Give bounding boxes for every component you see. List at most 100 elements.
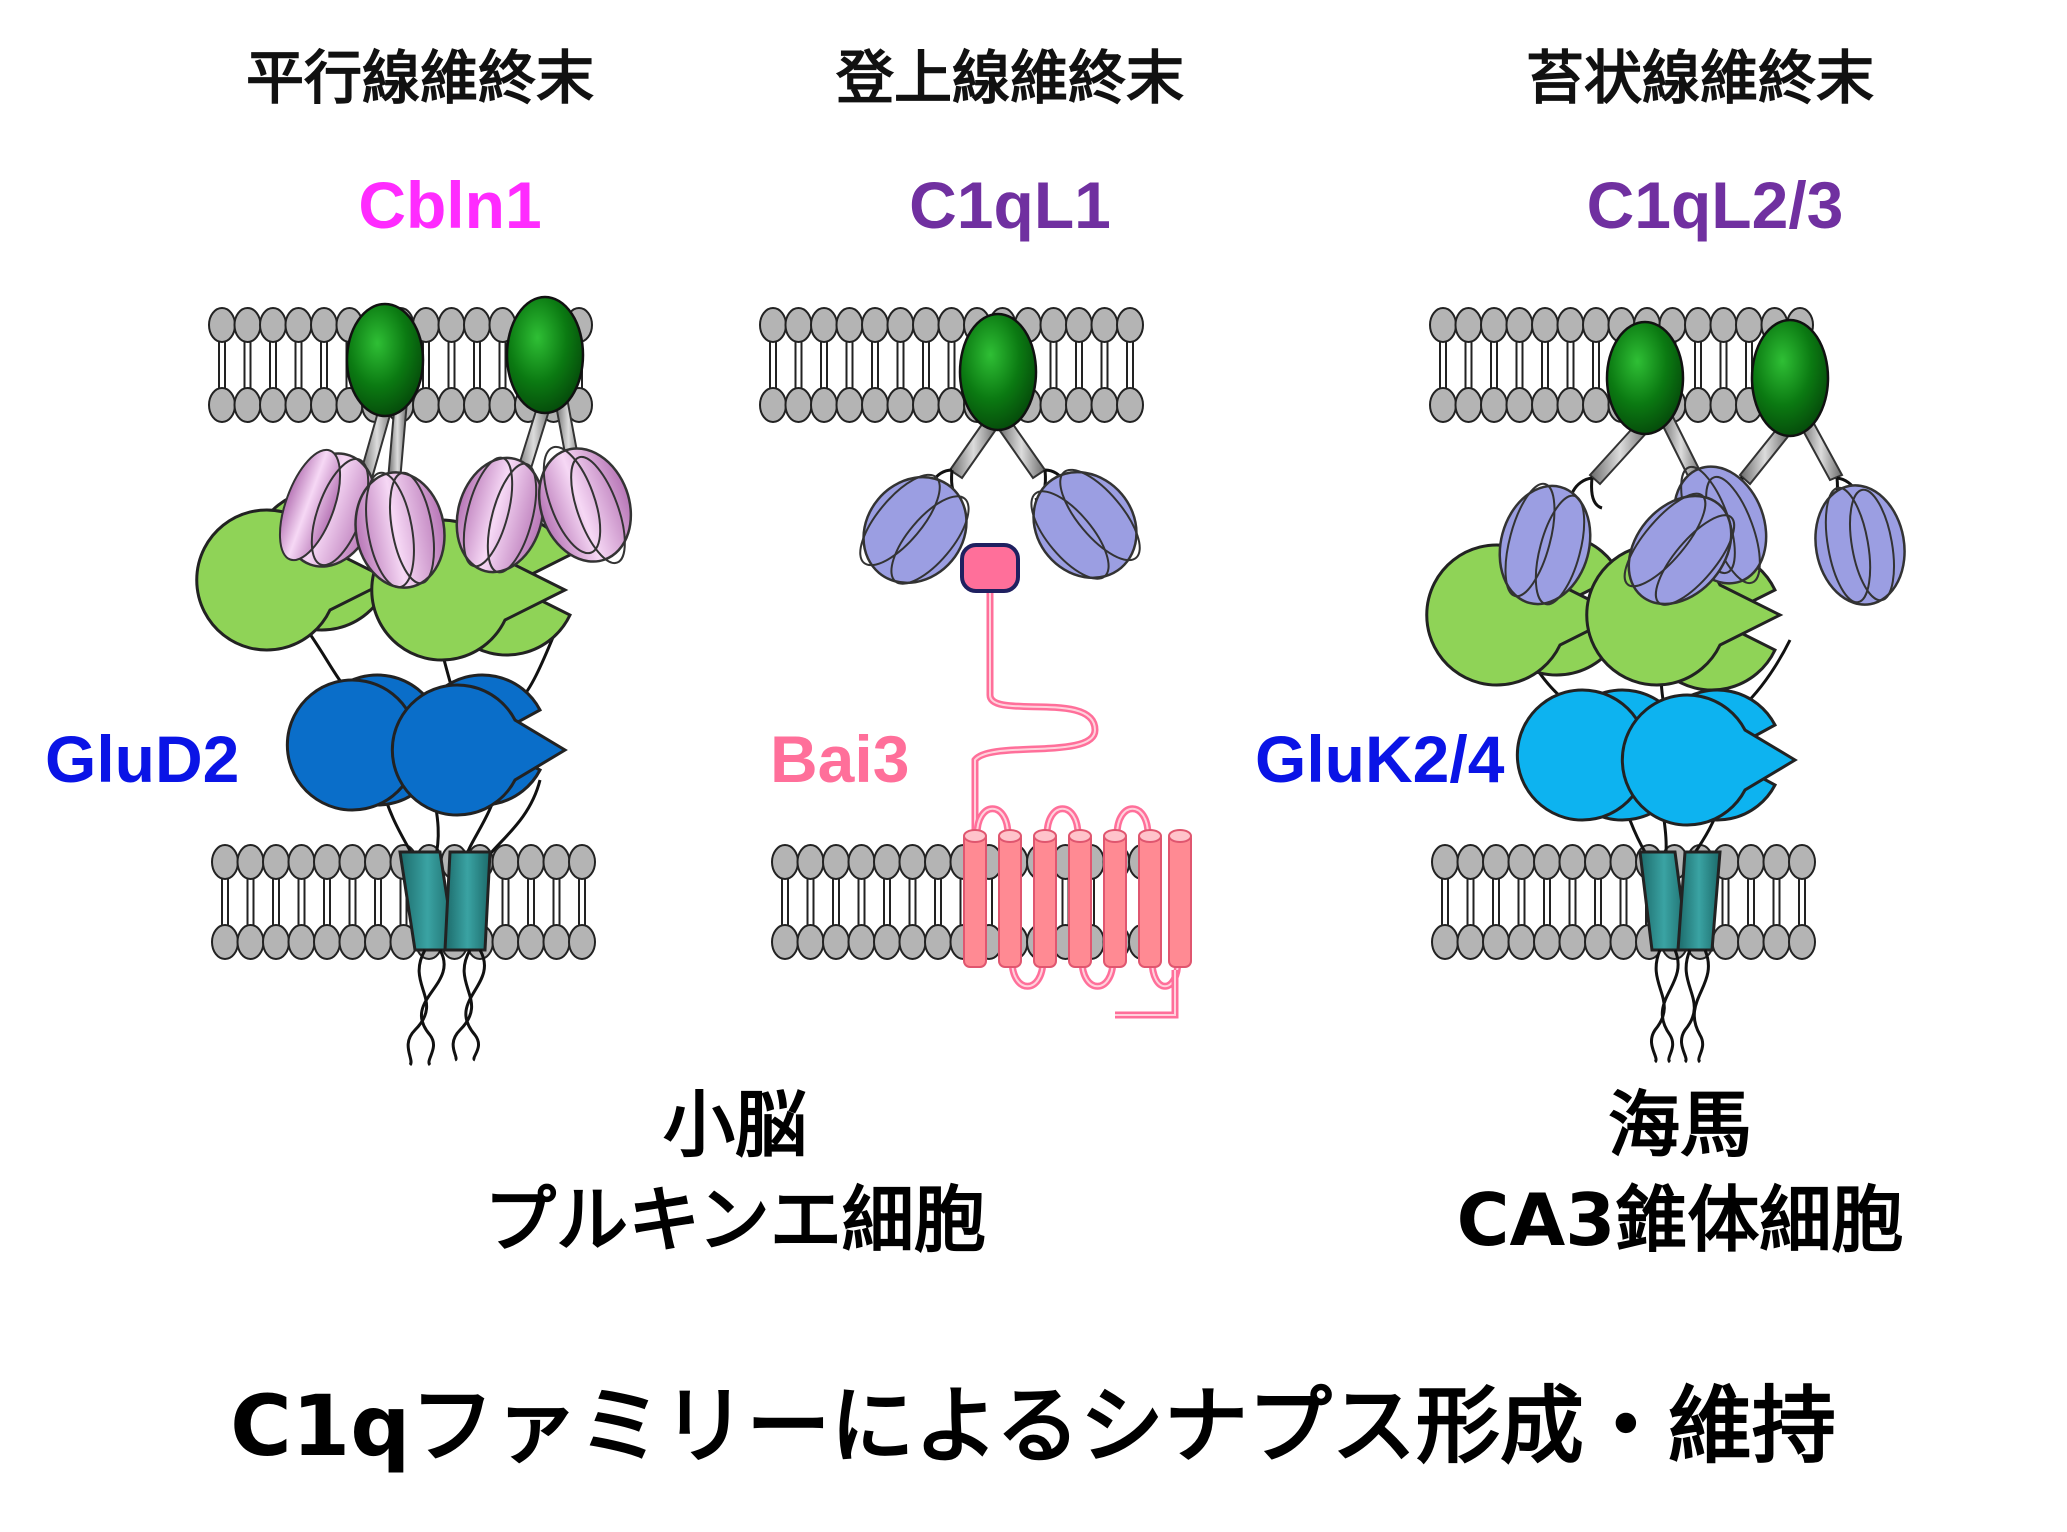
lipid-head — [1431, 924, 1459, 960]
region-label-ca3-pyramidal-cell: CA3錐体細胞 — [1457, 1178, 1904, 1262]
bai3-tsr-domain — [960, 543, 1020, 593]
lipid-head — [233, 307, 262, 343]
lipid-head — [1709, 387, 1738, 423]
lipid-head — [759, 387, 787, 423]
lipid-head — [313, 924, 341, 960]
lipid-head — [898, 924, 927, 960]
lipid-head — [886, 307, 915, 343]
lipid-head — [1584, 924, 1612, 960]
lipid-head — [810, 307, 838, 343]
lipid-head — [1116, 387, 1144, 423]
lipid-head — [810, 387, 838, 423]
lipid-head — [313, 844, 341, 880]
lipid-head — [796, 924, 825, 960]
lipid-head — [1505, 387, 1534, 423]
lipid-head — [211, 924, 239, 960]
lipid-head — [861, 387, 889, 423]
lipid-head — [1584, 844, 1612, 880]
neurexin-domain — [1750, 318, 1830, 438]
lipid-head — [1429, 387, 1457, 423]
c1ql1-globular-head — [1030, 468, 1141, 580]
c1ql2-3-globular-head — [1814, 484, 1906, 606]
lipid-head — [822, 924, 850, 960]
lipid-head — [1609, 924, 1638, 960]
lipid-head — [463, 387, 491, 423]
lipid-head — [847, 924, 876, 960]
region-label-hippocampus: 海馬 — [1608, 1083, 1752, 1167]
lipid-head — [542, 924, 571, 960]
lipid-head — [208, 387, 236, 423]
c1ql1-globular-head — [859, 473, 970, 585]
c1ql2-3-globular-head — [1623, 492, 1736, 606]
lipid-head — [437, 307, 466, 343]
lipid-head — [1065, 307, 1093, 343]
lipid-head — [771, 924, 799, 960]
lipid-head — [1582, 387, 1610, 423]
lipid-head — [1454, 307, 1483, 343]
lipid-head — [835, 387, 864, 423]
figure-title: C1qファミリーによるシナプス形成・維持 — [230, 1377, 1836, 1475]
lipid-head — [310, 387, 338, 423]
lipid-head — [898, 844, 927, 880]
lipid-head — [1116, 307, 1144, 343]
lipid-head — [1480, 387, 1508, 423]
lipid-head — [233, 387, 262, 423]
bai3-helix — [1033, 831, 1057, 968]
lipid-head — [364, 844, 392, 880]
lipid-head — [1505, 307, 1534, 343]
lipid-head — [1507, 844, 1536, 880]
lipid-head — [784, 307, 813, 343]
lipid-head — [886, 387, 915, 423]
glud2-lbd-domain — [285, 678, 463, 812]
lipid-head — [1558, 844, 1587, 880]
lipid-head — [1533, 844, 1561, 880]
lipid-head — [1711, 924, 1740, 960]
lipid-head — [287, 924, 316, 960]
ligand-label-cbln1: Cbln1 — [358, 168, 541, 242]
lipid-head — [912, 387, 940, 423]
lipid-head — [912, 307, 940, 343]
bai3-receptor — [960, 543, 1192, 1019]
lipid-head — [259, 387, 287, 423]
lipid-head — [1456, 844, 1485, 880]
lipid-head — [1762, 924, 1791, 960]
lipid-head — [1482, 844, 1510, 880]
lipid-head — [937, 387, 966, 423]
region-label-cerebellum: 小脳 — [663, 1083, 807, 1167]
lipid-head — [1039, 307, 1068, 343]
lipid-head — [1788, 844, 1816, 880]
bai3-helix — [1103, 831, 1127, 968]
lipid-head — [568, 844, 596, 880]
postsynaptic-membrane-3 — [1431, 844, 1816, 960]
lipid-head — [1684, 387, 1712, 423]
lipid-head — [784, 387, 813, 423]
lipid-head — [796, 844, 825, 880]
lipid-head — [236, 924, 265, 960]
receptor-label-bai3: Bai3 — [770, 722, 909, 796]
bai3-seven-transmembrane — [963, 829, 1192, 968]
lipid-head — [873, 844, 901, 880]
glud2-lbd-domain — [390, 683, 568, 817]
lipid-head — [924, 844, 952, 880]
lipid-head — [1480, 307, 1508, 343]
lipid-head — [1737, 924, 1765, 960]
lipid-head — [517, 924, 545, 960]
bai3-helix — [963, 831, 987, 968]
lipid-head — [211, 844, 239, 880]
lipid-head — [1709, 307, 1738, 343]
terminal-label-mossy-fiber: 苔状線維終末 — [1526, 44, 1874, 112]
c1ql1-complex — [859, 312, 1141, 585]
presynaptic-membrane-2 — [759, 307, 1144, 423]
ligand-label-c1ql2-3: C1qL2/3 — [1587, 168, 1844, 242]
lipid-head — [1507, 924, 1536, 960]
cbln1-globular-head — [354, 471, 446, 589]
c1ql2-3-globular-head — [1498, 482, 1592, 606]
bai3-helix — [1168, 831, 1192, 968]
lipid-head — [924, 924, 952, 960]
lipid-head — [517, 844, 545, 880]
lipid-head — [568, 924, 596, 960]
lipid-head — [861, 307, 889, 343]
cbln1-complex — [278, 295, 633, 589]
lipid-head — [1556, 307, 1585, 343]
